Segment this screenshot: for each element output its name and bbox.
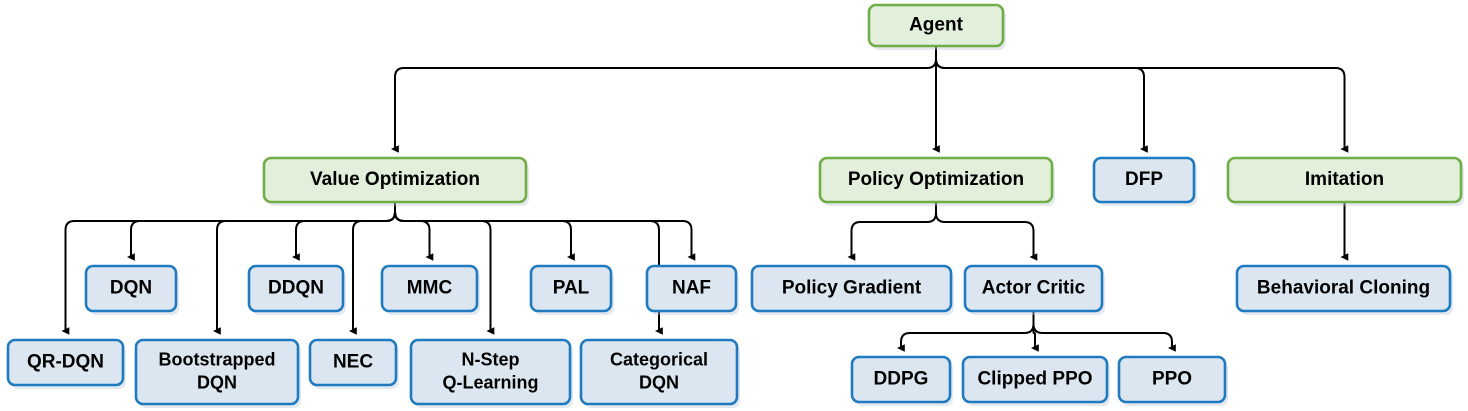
node-behavioral-cloning-box[interactable] — [1235, 264, 1452, 313]
node-qr-dqn-label: QR-DQN — [27, 352, 104, 373]
node-behavioral-cloning[interactable]: Behavioral Cloning — [1235, 264, 1453, 315]
node-mmc-box[interactable] — [380, 264, 479, 313]
node-value-optimization[interactable]: Value Optimization — [262, 156, 529, 206]
node-imitation-label: Imitation — [1305, 169, 1384, 190]
node-policy-optimization-label: Policy Optimization — [848, 169, 1024, 190]
node-pal-label: PAL — [553, 278, 590, 299]
node-dqn[interactable]: DQN — [84, 264, 179, 315]
edge-value-optimization-to-pal — [394, 202, 575, 261]
node-ddqn-label: DDQN — [268, 278, 324, 299]
node-ppo-box[interactable] — [1117, 355, 1227, 404]
node-clipped-ppo[interactable]: Clipped PPO — [961, 355, 1110, 406]
node-value-optimization-label: Value Optimization — [310, 169, 480, 190]
node-agent[interactable]: Agent — [867, 3, 1006, 50]
node-pal[interactable]: PAL — [529, 264, 614, 315]
node-dqn-box[interactable] — [84, 264, 178, 313]
edge-policy-optimization-to-actor-critic — [935, 202, 1038, 261]
node-policy-gradient-box[interactable] — [750, 264, 953, 313]
node-clipped-ppo-box[interactable] — [961, 355, 1109, 404]
node-mmc-label: MMC — [407, 278, 453, 299]
node-naf[interactable]: NAF — [645, 264, 739, 315]
edge-policy-optimization-to-policy-gradient — [847, 202, 937, 261]
node-actor-critic[interactable]: Actor Critic — [963, 264, 1105, 315]
node-ppo-label: PPO — [1152, 369, 1192, 390]
edge-agent-to-value-optimization — [390, 46, 937, 153]
node-clipped-ppo-label: Clipped PPO — [977, 369, 1092, 390]
node-mmc[interactable]: MMC — [380, 264, 480, 315]
node-behavioral-cloning-label: Behavioral Cloning — [1257, 278, 1430, 299]
node-nec-label: NEC — [333, 352, 373, 373]
node-agent-label: Agent — [909, 15, 964, 36]
edge-agent-to-dfp — [935, 46, 1148, 153]
node-policy-gradient-label: Policy Gradient — [782, 278, 922, 299]
node-bootstrapped-dqn-box[interactable] — [134, 338, 300, 406]
edge-value-optimization-to-naf — [394, 202, 696, 261]
node-imitation-box[interactable] — [1226, 156, 1463, 204]
node-ppo[interactable]: PPO — [1117, 355, 1228, 406]
edge-actor-critic-to-ddpg — [896, 311, 1035, 352]
node-actor-critic-label: Actor Critic — [982, 278, 1086, 299]
edge-actor-critic-to-clipped-ppo — [1030, 311, 1039, 352]
edge-agent-to-imitation — [935, 46, 1349, 153]
node-ddqn[interactable]: DDQN — [247, 264, 346, 315]
node-naf-label: NAF — [672, 278, 711, 299]
edge-value-optimization-to-ddqn — [291, 202, 396, 261]
node-value-optimization-box[interactable] — [262, 156, 528, 204]
node-dfp-label: DFP — [1125, 169, 1163, 190]
node-actor-critic-box[interactable] — [963, 264, 1104, 313]
node-dqn-label: DQN — [110, 278, 152, 299]
node-categorical-dqn-box[interactable] — [579, 338, 739, 406]
node-policy-optimization-box[interactable] — [818, 156, 1054, 204]
node-nec-box[interactable] — [308, 338, 398, 387]
node-imitation[interactable]: Imitation — [1226, 156, 1464, 206]
connector-layer — [61, 46, 1349, 352]
node-dfp[interactable]: DFP — [1092, 156, 1197, 206]
node-ddpg[interactable]: DDPG — [850, 355, 953, 406]
node-pal-box[interactable] — [529, 264, 613, 313]
node-qr-dqn[interactable]: QR-DQN — [6, 338, 126, 389]
node-agent-box[interactable] — [867, 3, 1005, 48]
node-n-step-q-learning-box[interactable] — [409, 338, 572, 406]
edge-value-optimization-to-mmc — [394, 202, 434, 261]
node-ddqn-box[interactable] — [247, 264, 345, 313]
node-nec[interactable]: NEC — [308, 338, 399, 389]
edge-actor-critic-to-ppo — [1032, 311, 1176, 352]
node-ddpg-box[interactable] — [850, 355, 952, 404]
node-qr-dqn-box[interactable] — [6, 338, 125, 387]
edge-value-optimization-to-categorical-dqn — [394, 202, 663, 335]
node-dfp-box[interactable] — [1092, 156, 1196, 204]
node-ddpg-label: DDPG — [874, 369, 929, 390]
edge-value-optimization-to-dqn — [126, 202, 396, 261]
node-policy-gradient[interactable]: Policy Gradient — [750, 264, 954, 315]
node-naf-box[interactable] — [645, 264, 738, 313]
node-policy-optimization[interactable]: Policy Optimization — [818, 156, 1055, 206]
